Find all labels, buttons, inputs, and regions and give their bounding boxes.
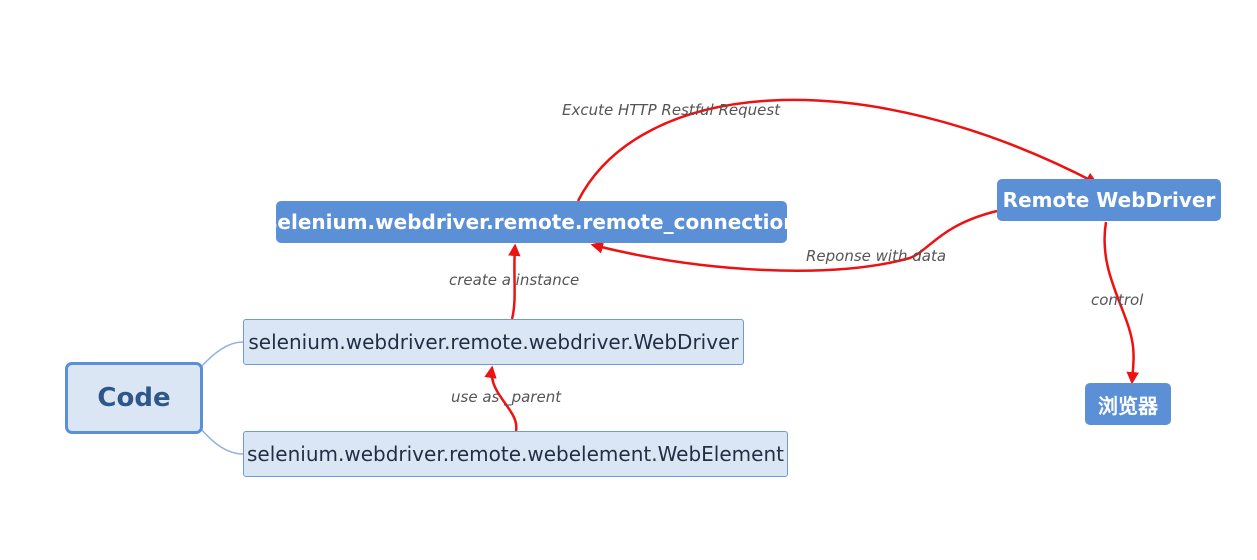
create-instance-arrow (508, 243, 521, 320)
response-label: Reponse with data (806, 247, 947, 265)
remote-connection-node[interactable]: selenium.webdriver.remote.remote_connect… (266, 201, 798, 243)
execute-request-arrow (576, 98, 1099, 202)
control-label: control (1091, 291, 1144, 309)
control-arrow (1103, 221, 1139, 385)
response-arrow (590, 209, 998, 272)
code-node[interactable]: Code (65, 362, 203, 434)
remote-webdriver-node[interactable]: Remote WebDriver (997, 179, 1221, 221)
execute-request-label: Excute HTTP Restful Request (562, 101, 781, 119)
use-as-parent-label: use as _parent (451, 388, 562, 406)
webdriver-node[interactable]: selenium.webdriver.remote.webdriver.WebD… (243, 319, 744, 365)
use-as-parent-arrow (484, 365, 518, 432)
code-to-webelement-connector (199, 427, 244, 455)
browser-node[interactable]: 浏览器 (1085, 383, 1171, 425)
create-instance-label: create a instance (449, 271, 580, 289)
webelement-node[interactable]: selenium.webdriver.remote.webelement.Web… (243, 431, 788, 477)
code-to-webdriver-connector (199, 341, 244, 369)
